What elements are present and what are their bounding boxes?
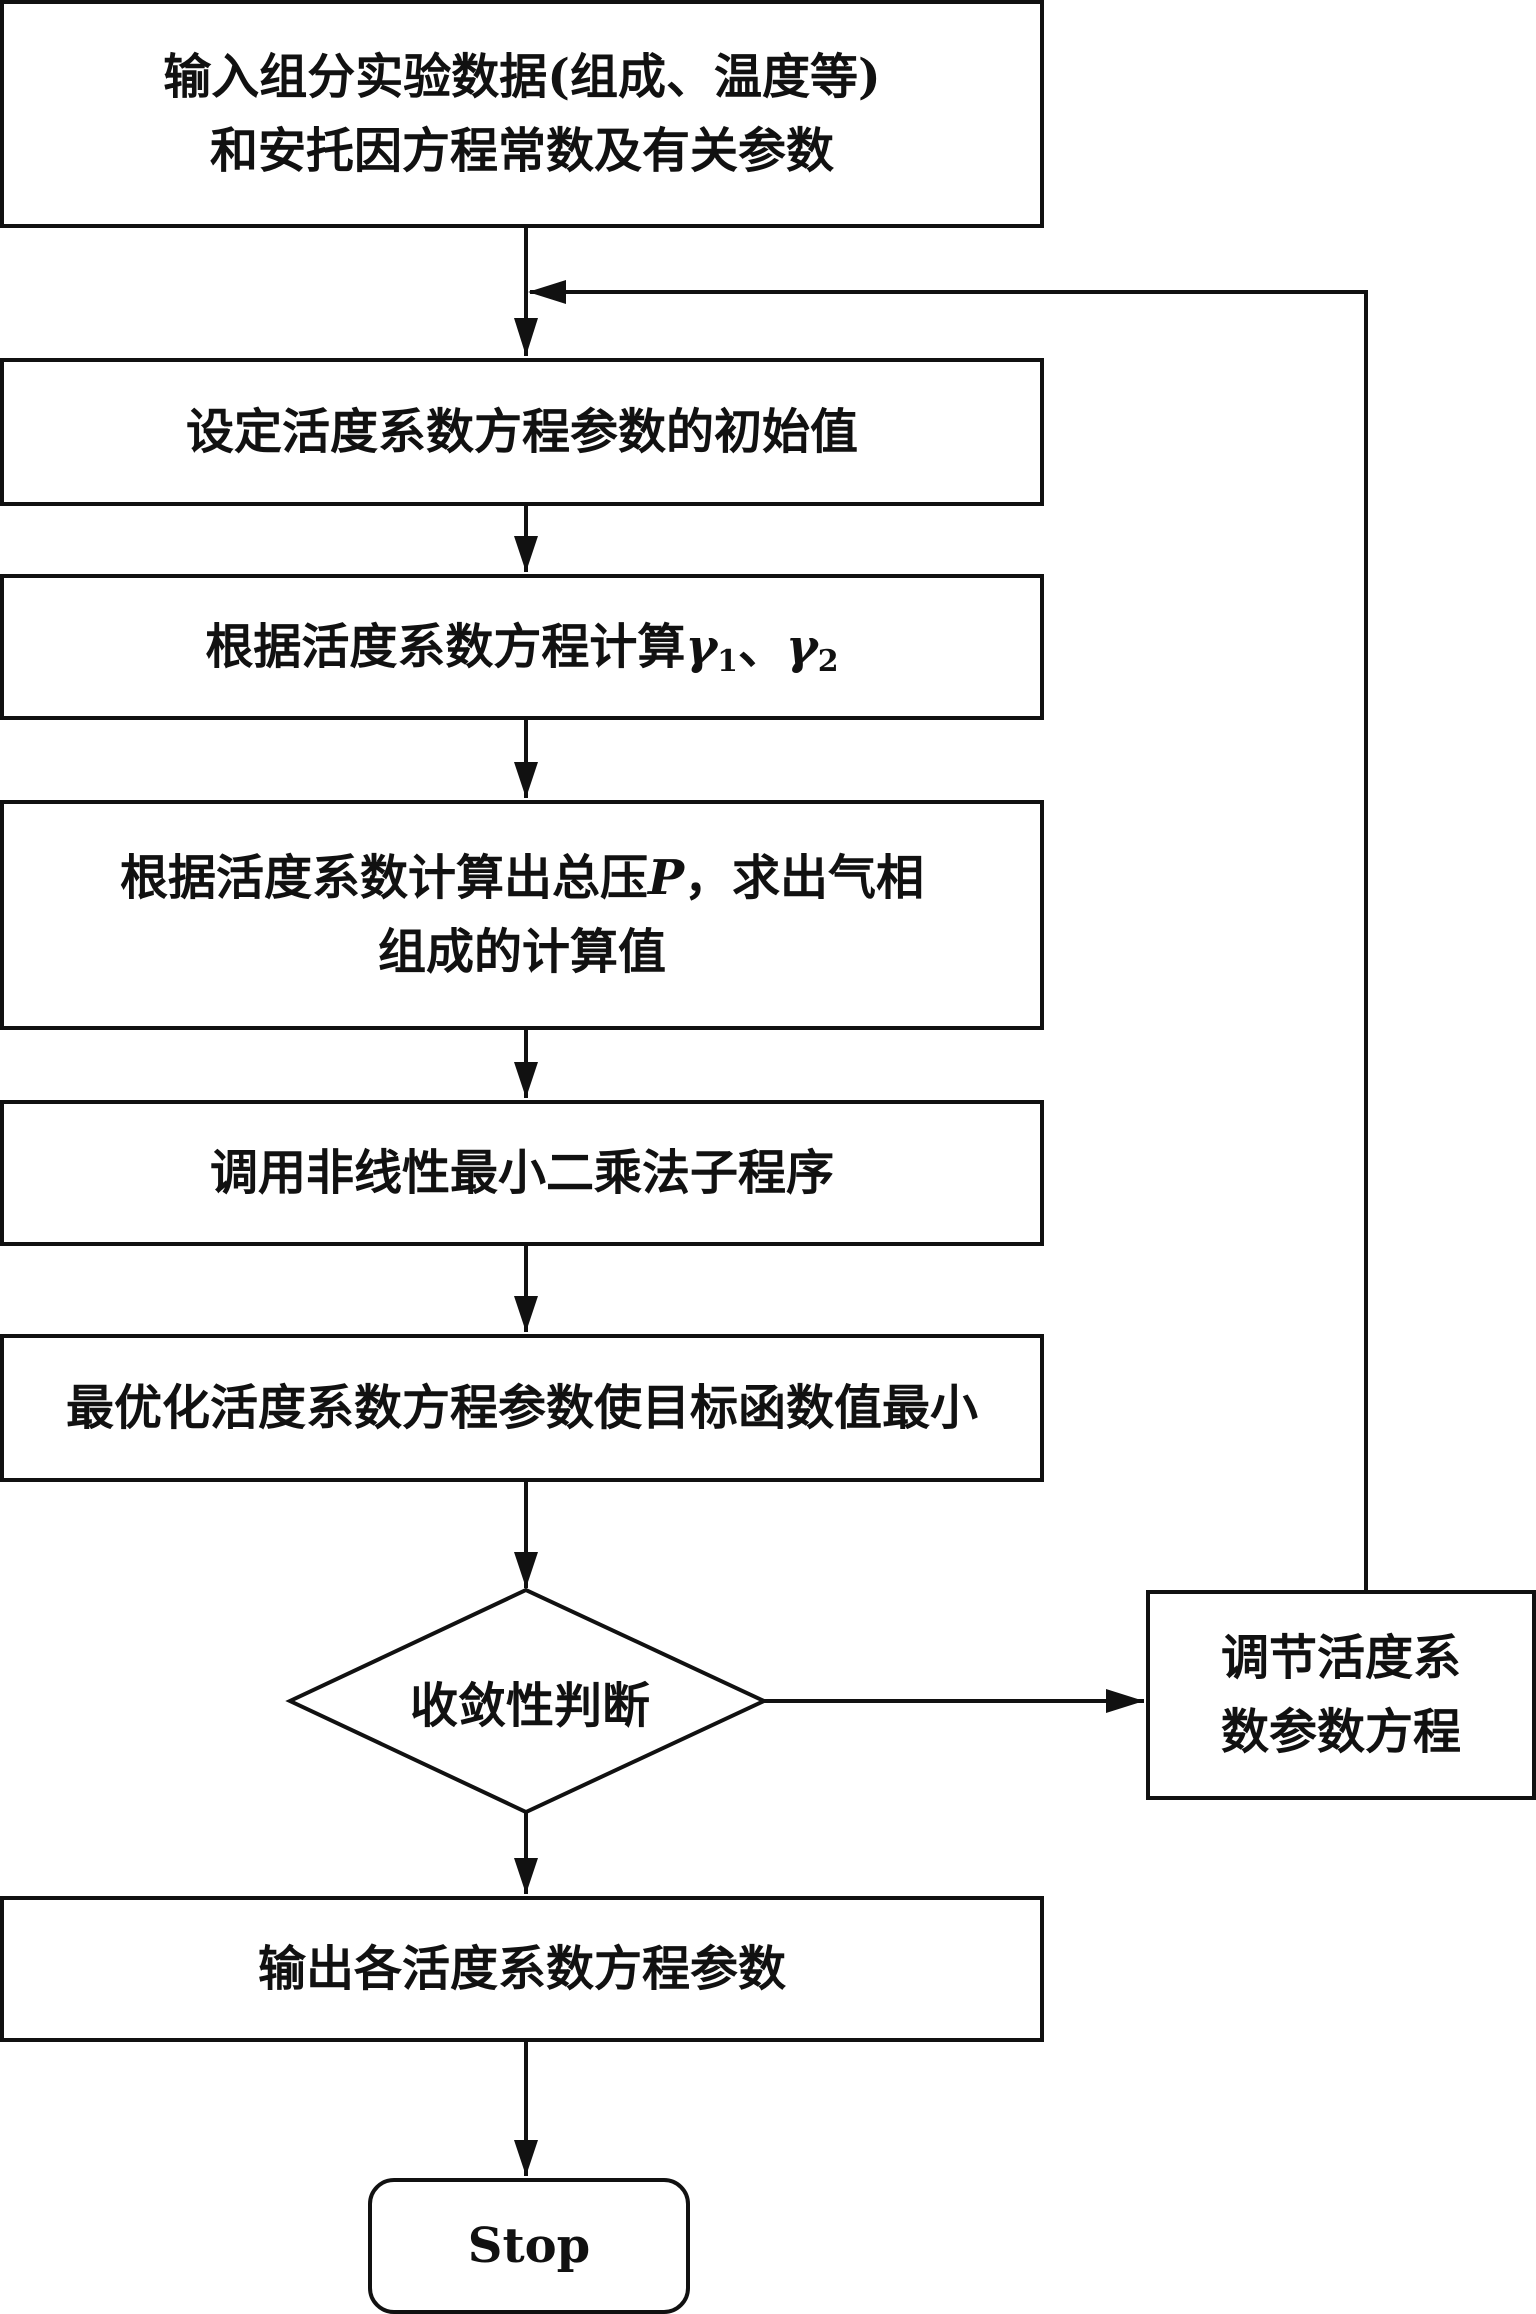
stop-terminal: Stop (368, 2178, 690, 2314)
input-line-1: 输入组分实验数据(组成、温度等) (163, 49, 881, 105)
adjust-params-box: 调节活度系 数参数方程 (1146, 1590, 1536, 1800)
input-data-box: 输入组分实验数据(组成、温度等) 和安托因方程常数及有关参数 (0, 0, 1044, 228)
arrowhead-gamma (514, 536, 538, 572)
pressure-calc-box: 根据活度系数计算出总压P，求出气相 组成的计算值 (0, 800, 1044, 1030)
gamma-calc-box: 根据活度系数方程计算γ1、γ2 (0, 574, 1044, 720)
adjust-line-2: 数参数方程 (1220, 1704, 1461, 1760)
output-params-box: 输出各活度系数方程参数 (0, 1896, 1044, 2042)
input-line-2: 和安托因方程常数及有关参数 (209, 123, 834, 179)
loop-back-line (530, 290, 1368, 1590)
decision-label: 收敛性判断 (409, 1678, 650, 1734)
least-squares-box: 调用非线性最小二乘法子程序 (0, 1100, 1044, 1246)
arrowhead-init (514, 318, 538, 356)
arrowhead-opt (514, 1296, 538, 1332)
pressure-line-2: 组成的计算值 (377, 924, 666, 980)
pressure-line-1: 根据活度系数计算出总压P，求出气相 (120, 841, 924, 915)
optimize-text: 最优化活度系数方程参数使目标函数值最小 (65, 1380, 978, 1436)
gamma-sub-2: 2 (817, 644, 839, 679)
gamma-prefix: 根据活度系数方程计算 (205, 619, 686, 675)
optimize-box: 最优化活度系数方程参数使目标函数值最小 (0, 1334, 1044, 1482)
arrowhead-lsq (514, 1062, 538, 1098)
pressure-prefix: 根据活度系数计算出总压 (119, 850, 648, 906)
gamma-separator: 、 (738, 619, 787, 675)
arrowhead-adjust (1106, 1689, 1144, 1713)
arrowhead-pressure (514, 762, 538, 798)
arrowhead-output (514, 1858, 538, 1894)
init-params-text: 设定活度系数方程参数的初始值 (185, 404, 858, 460)
gamma-var-2: γ (786, 619, 818, 675)
arrowhead-decision (514, 1552, 538, 1588)
arrowhead-loop (528, 280, 566, 304)
arrowhead-stop (514, 2140, 538, 2176)
gamma-sub-1: 1 (717, 644, 738, 679)
output-params-text: 输出各活度系数方程参数 (257, 1941, 786, 1997)
pressure-var: P (647, 850, 685, 906)
init-params-box: 设定活度系数方程参数的初始值 (0, 358, 1044, 506)
adjust-line-1: 调节活度系 (1220, 1630, 1461, 1686)
least-squares-text: 调用非线性最小二乘法子程序 (209, 1145, 834, 1201)
gamma-var-1: γ (685, 619, 718, 675)
stop-text: Stop (467, 2218, 591, 2274)
pressure-suffix: ，求出气相 (684, 850, 925, 906)
